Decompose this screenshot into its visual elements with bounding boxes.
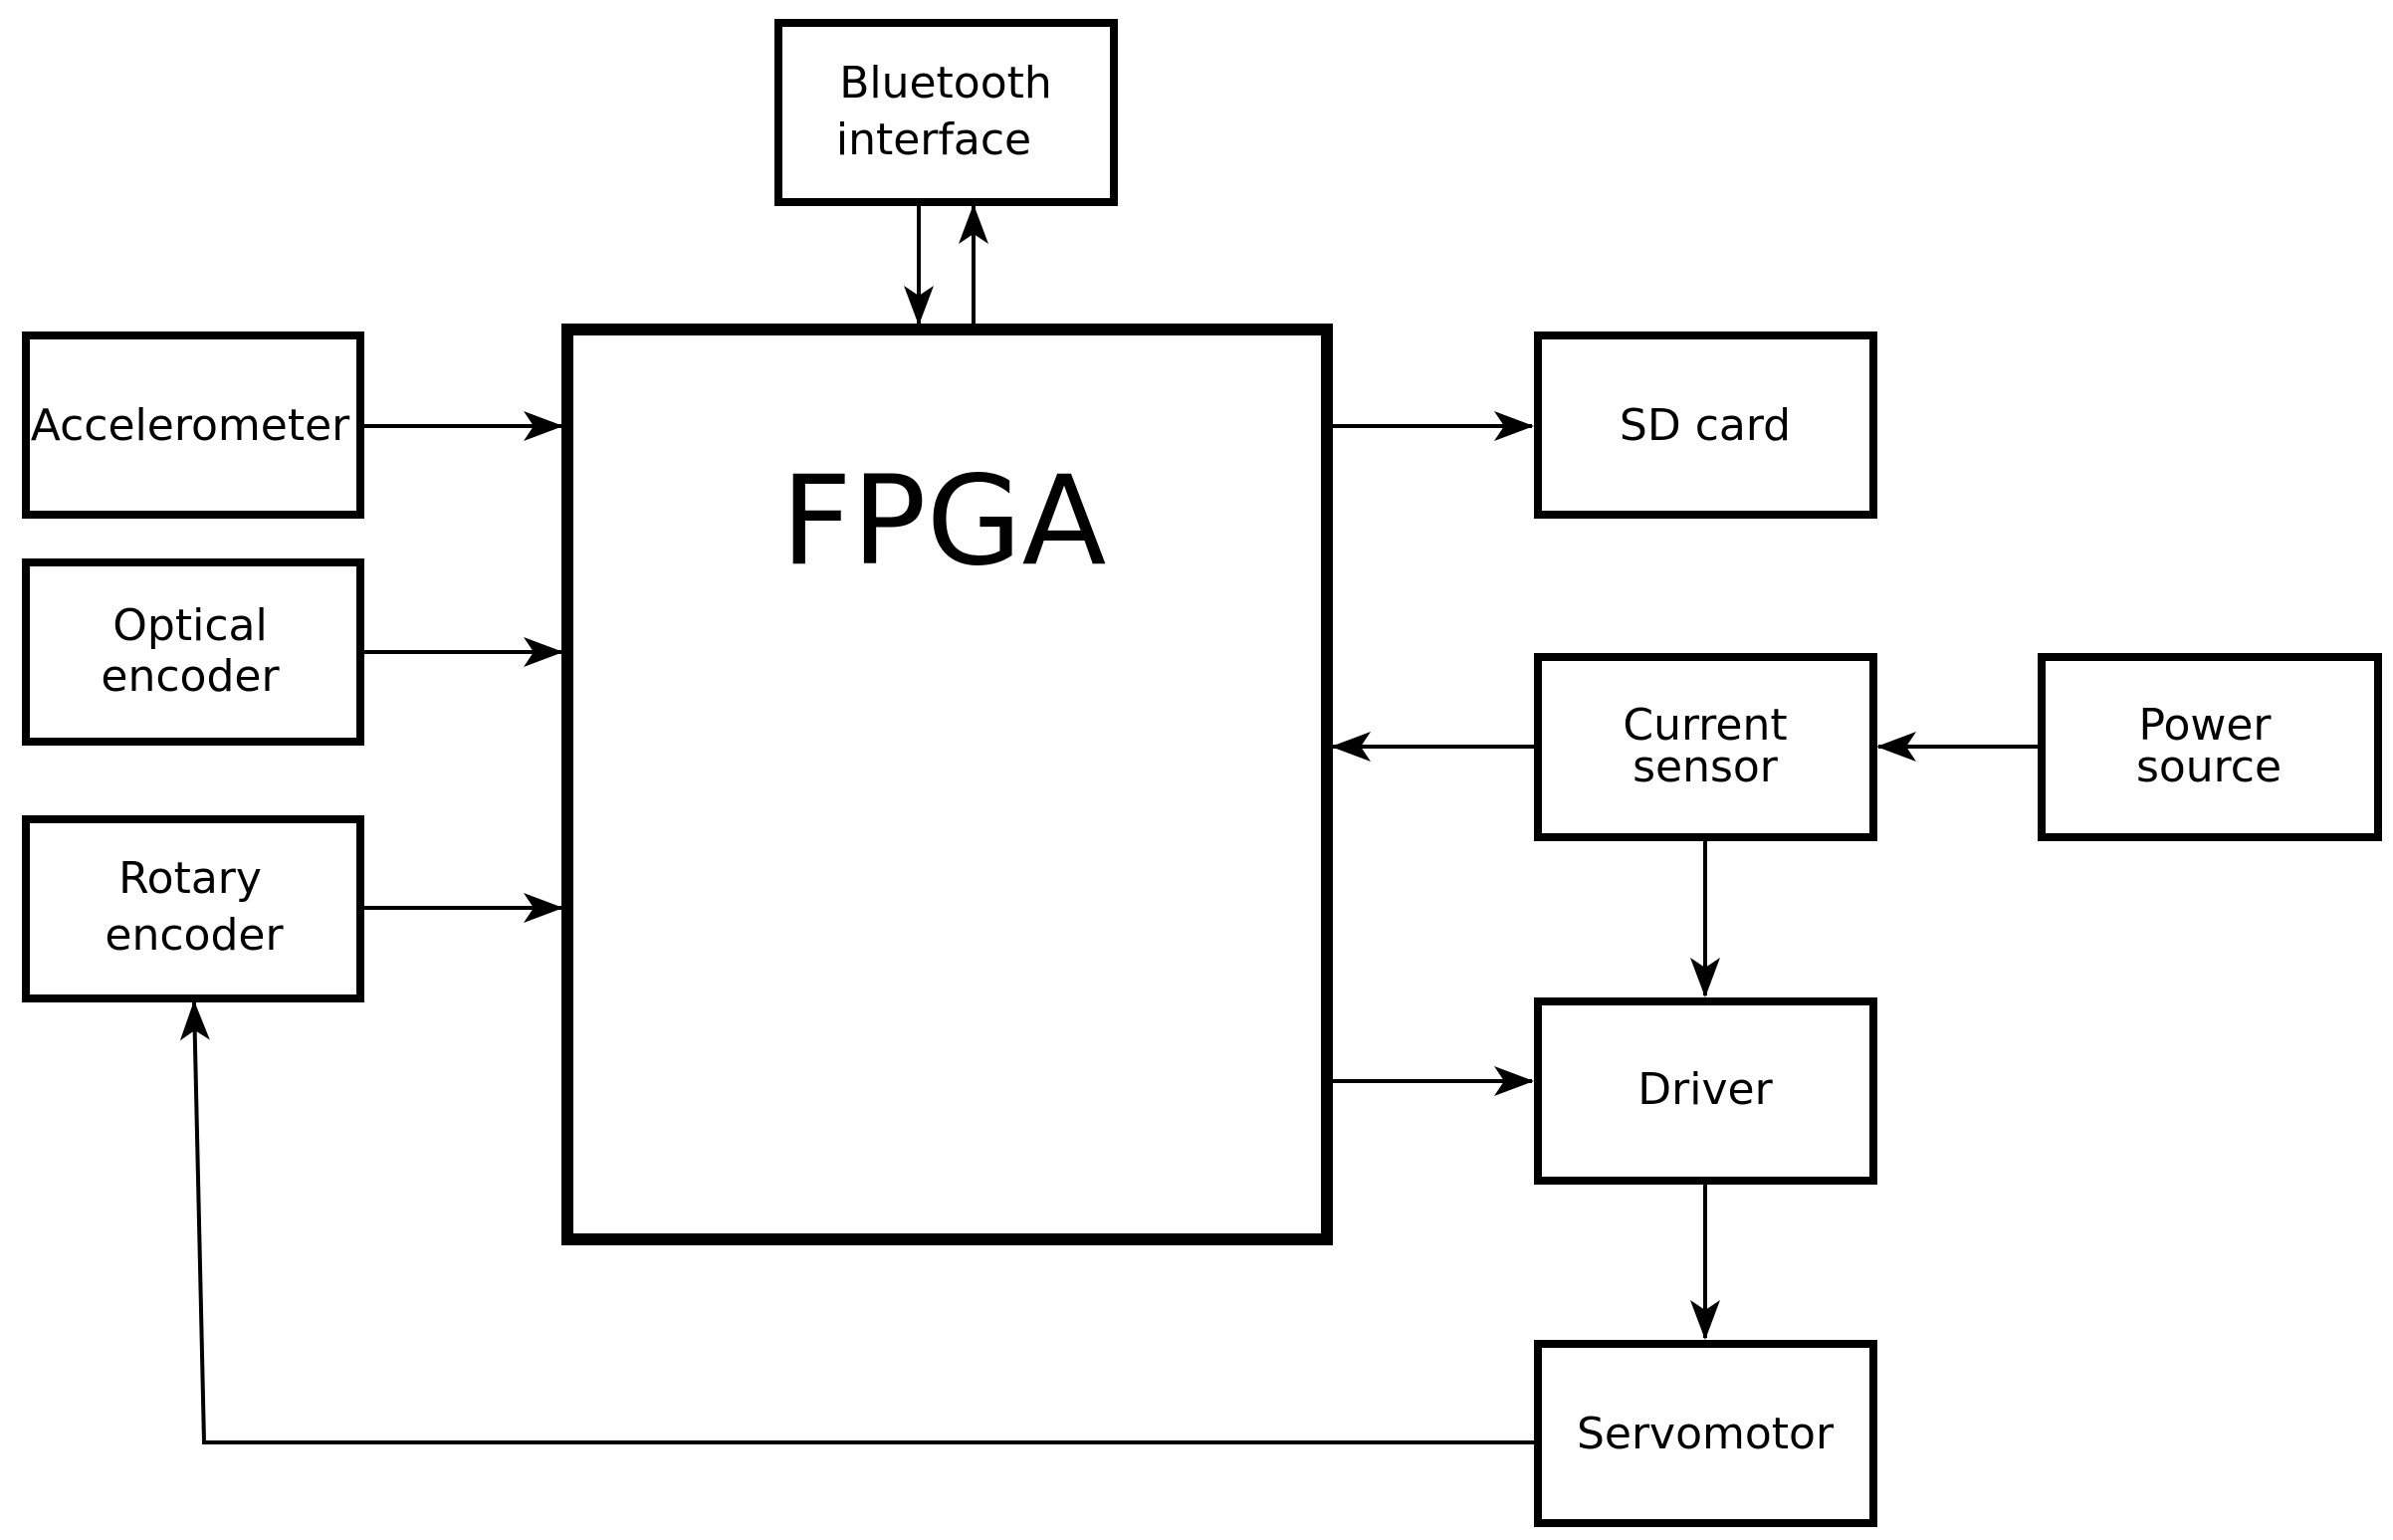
node-bluetooth-label-line1: Bluetooth (839, 58, 1052, 109)
node-current-sensor-label-line2: sensor (1632, 742, 1779, 792)
node-power-source: Power source (2038, 653, 2382, 841)
node-bluetooth-interface: Bluetooth interface (774, 19, 1118, 206)
node-power-source-label-line1: Power (2138, 700, 2272, 751)
node-sd-card-label: SD card (1620, 400, 1791, 451)
node-fpga: FPGA (561, 324, 1333, 1245)
node-accelerometer: Accelerometer (22, 331, 364, 519)
node-optical-encoder: Optical encoder (22, 558, 364, 746)
node-current-sensor: Current sensor (1534, 653, 1877, 841)
node-servomotor-label: Servomotor (1577, 1409, 1835, 1459)
node-optical-encoder-label-line1: Optical (112, 600, 267, 651)
node-rotary-encoder-label-line2: encoder (105, 910, 284, 961)
node-driver: Driver (1534, 997, 1877, 1185)
node-optical-encoder-label-line2: encoder (101, 651, 280, 702)
edge-servomotor-to-rotary-encoder (179, 1000, 1536, 1444)
node-rotary-encoder-label-line1: Rotary (118, 853, 262, 904)
node-servomotor: Servomotor (1534, 1340, 1877, 1527)
node-current-sensor-label-line1: Current (1623, 700, 1787, 751)
connectors (179, 202, 2040, 1444)
node-power-source-label-line2: source (2136, 742, 2282, 792)
node-rotary-encoder: Rotary encoder (22, 815, 364, 1002)
node-accelerometer-label: Accelerometer (31, 400, 350, 451)
node-driver-label: Driver (1637, 1064, 1773, 1115)
node-fpga-label: FPGA (780, 450, 1106, 593)
node-bluetooth-label-line2: interface (836, 114, 1031, 165)
node-sd-card: SD card (1534, 331, 1877, 519)
